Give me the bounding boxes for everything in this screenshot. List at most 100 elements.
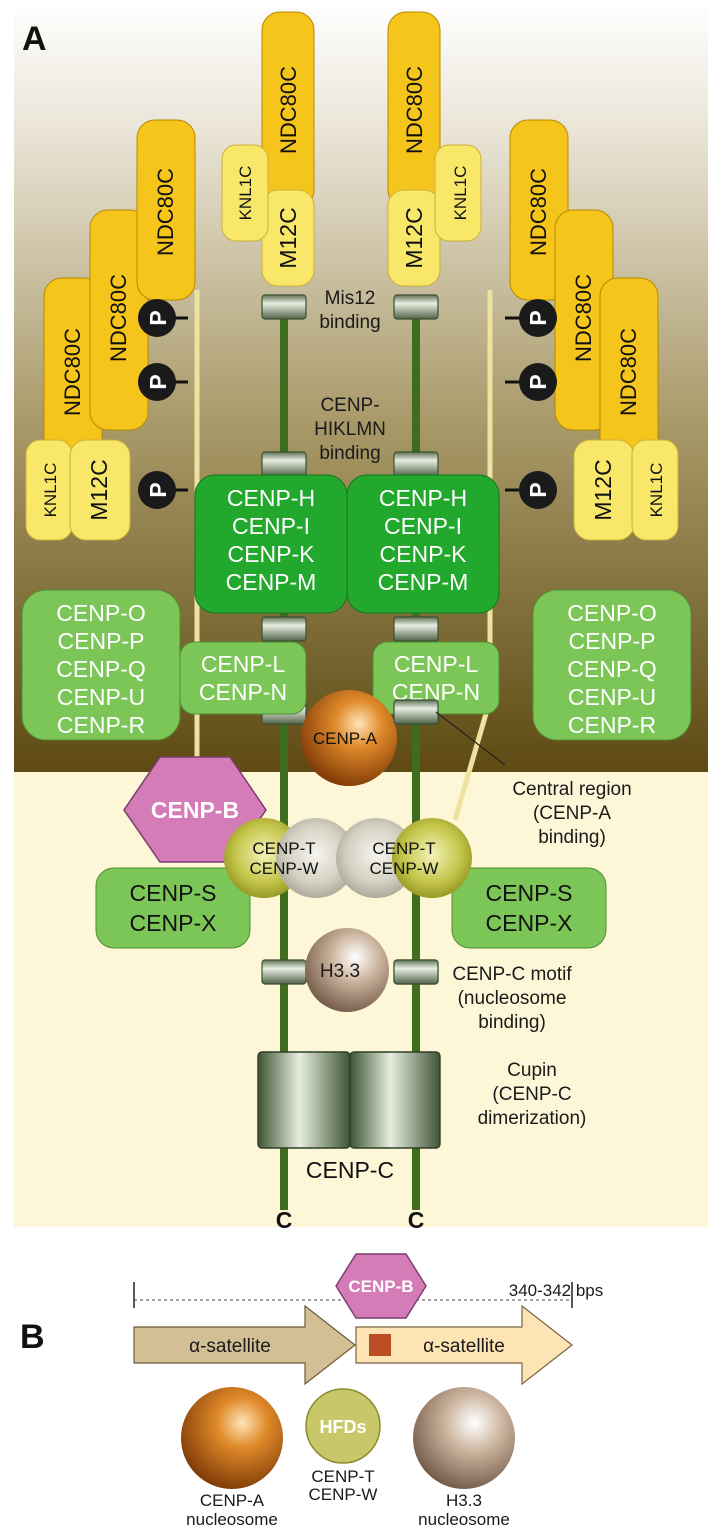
m12c-label: M12C (86, 459, 112, 520)
cenp-sx-complex-left: CENP-S CENP-X (95, 867, 251, 949)
cenp-b-protein-small (335, 1253, 427, 1319)
central-region-label-2: (CENP-A (533, 803, 611, 824)
svg-text:CENP-W: CENP-W (250, 859, 319, 878)
cupin-domain-left (257, 1051, 351, 1149)
m12c-box (69, 439, 131, 541)
cenp-a-nucleosome (301, 690, 397, 786)
svg-text:CENP-H: CENP-H (379, 485, 467, 511)
phospho-site: P (505, 363, 557, 401)
phospho-site: P (505, 299, 557, 337)
cenp-b-label-small: CENP-B (348, 1277, 413, 1296)
alpha-satellite-arrow-2 (355, 1304, 573, 1386)
central-region-pointer (435, 711, 506, 766)
ctw-legend-label-2: CENP-W (309, 1485, 378, 1504)
h33-ball-label: H3.3 (320, 961, 360, 982)
knl1c-label: KNL1C (451, 166, 470, 221)
svg-text:CENP-R: CENP-R (57, 712, 145, 738)
ndc80c-label: NDC80C (153, 168, 178, 256)
svg-text:CENP-K: CENP-K (380, 541, 468, 567)
svg-text:CENP-O: CENP-O (56, 600, 145, 626)
m12c-label: M12C (590, 459, 616, 520)
svg-text:P: P (525, 482, 551, 497)
mis12-binding-domain (261, 294, 439, 320)
h33-nucleosome (305, 928, 389, 1012)
ndc80c-label: NDC80C (106, 274, 131, 362)
svg-text:CENP-U: CENP-U (568, 684, 656, 710)
cenp-c-label: CENP-C (306, 1157, 394, 1183)
central-region-label-3: binding) (538, 827, 606, 848)
knl1c-box (434, 144, 482, 242)
svg-text:CENP-S: CENP-S (486, 880, 573, 906)
svg-text:CENP-I: CENP-I (232, 513, 310, 539)
mis12-binding-label-1: Mis12 (325, 288, 376, 309)
cenp-t-tail-right-diag (452, 699, 493, 821)
phospho-site: P (138, 363, 188, 401)
svg-text:P: P (525, 310, 551, 325)
ndc80c-label: NDC80C (276, 66, 301, 154)
cenp-b-box (369, 1334, 391, 1356)
ndc80c-label: NDC80C (402, 66, 427, 154)
phospho-site: P (505, 471, 557, 509)
c-terminus-right: C (408, 1207, 425, 1233)
mis12-binding-label-2: binding (319, 312, 380, 333)
m12c-label: M12C (275, 207, 301, 268)
cenpa-nucleosome-label-1: CENP-A (200, 1491, 265, 1510)
svg-text:CENP-U: CENP-U (57, 684, 145, 710)
ndc80c-label: NDC80C (60, 328, 85, 416)
svg-text:CENP-R: CENP-R (568, 712, 656, 738)
hiklmn-binding-label-1: CENP- (320, 395, 379, 416)
panel-a-label: A (22, 20, 47, 58)
cenp-a-ball-label: CENP-A (313, 729, 378, 748)
cenp-opqur-complex-right: CENP-O CENP-P CENP-Q CENP-U CENP-R (532, 589, 692, 741)
hfds-label: HFDs (319, 1417, 366, 1437)
cenp-tw-complex: CENP-T CENP-W CENP-T CENP-W (224, 818, 472, 898)
svg-text:P: P (145, 310, 171, 325)
cenp-b-label: CENP-B (151, 797, 239, 823)
ndc80c-box (136, 119, 196, 301)
svg-text:CENP-X: CENP-X (486, 910, 573, 936)
ctw-legend-label-1: CENP-T (311, 1467, 374, 1486)
svg-text:CENP-S: CENP-S (130, 880, 217, 906)
repeat-length-label: 340-342 bps (509, 1281, 604, 1300)
cenp-opqur-complex-left: CENP-O CENP-P CENP-Q CENP-U CENP-R (21, 589, 181, 741)
hiklmn-binding-domain (261, 451, 439, 642)
svg-text:CENP-M: CENP-M (378, 569, 469, 595)
cupin-label-1: Cupin (507, 1060, 557, 1081)
cenp-sx-complex-right: CENP-S CENP-X (451, 867, 607, 949)
svg-text:CENP-W: CENP-W (370, 859, 439, 878)
central-region-label-1: Central region (512, 779, 631, 800)
cupin-label-2: (CENP-C (492, 1084, 571, 1105)
svg-text:CENP-L: CENP-L (201, 651, 286, 677)
cenp-a-nucleosome-legend (181, 1387, 283, 1489)
cenp-hikm-complex-right: CENP-H CENP-I CENP-K CENP-M (346, 474, 500, 614)
svg-text:P: P (145, 482, 171, 497)
svg-text:CENP-X: CENP-X (130, 910, 217, 936)
hiklmn-binding-label-3: binding (319, 443, 380, 464)
svg-text:CENP-L: CENP-L (394, 651, 479, 677)
svg-text:CENP-P: CENP-P (569, 628, 656, 654)
central-region-cylinder-front (393, 699, 439, 725)
svg-text:P: P (525, 374, 551, 389)
hfds-legend (305, 1388, 381, 1464)
m12c-label: M12C (401, 207, 427, 268)
cupin-domain-right (349, 1051, 441, 1149)
phospho-site: P (138, 471, 188, 509)
cenpc-motif-label-1: CENP-C motif (452, 964, 572, 985)
knl1c-box (221, 144, 269, 242)
svg-text:CENP-Q: CENP-Q (56, 656, 145, 682)
svg-text:CENP-T: CENP-T (252, 839, 315, 858)
svg-text:CENP-O: CENP-O (567, 600, 656, 626)
cenpc-motif-cylinder-front (393, 959, 439, 985)
cenp-b-protein (123, 756, 267, 863)
svg-text:CENP-I: CENP-I (384, 513, 462, 539)
knl1c-box (631, 439, 679, 541)
knl1c-label: KNL1C (236, 166, 255, 221)
h33-nucleosome-legend (413, 1387, 515, 1489)
ndc80c-label: NDC80C (616, 328, 641, 416)
cenp-ln-complex-left: CENP-L CENP-N (179, 641, 307, 715)
knl1c-label: KNL1C (41, 463, 60, 518)
cupin-label-3: dimerization) (478, 1108, 587, 1129)
svg-text:CENP-N: CENP-N (199, 679, 287, 705)
h33-nucleosome-label-2: nucleosome (418, 1510, 510, 1529)
svg-text:CENP-P: CENP-P (58, 628, 145, 654)
